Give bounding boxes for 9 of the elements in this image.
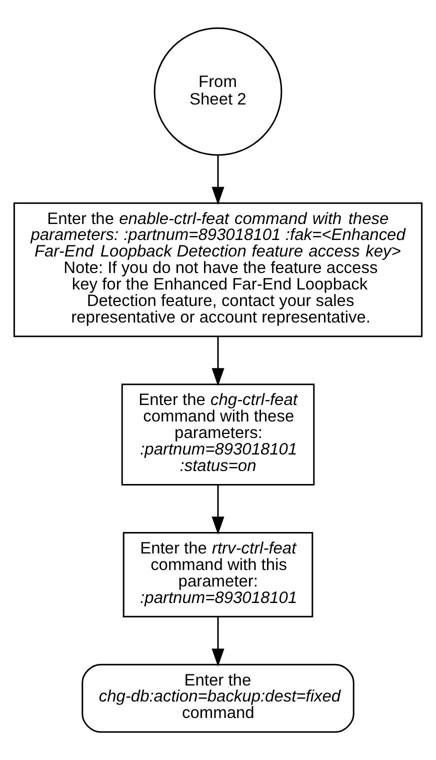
arrow <box>212 484 224 535</box>
node-box: Enter the chg-db:action=backup:dest=fixed command <box>82 664 354 733</box>
node-box: Enter the rtrv-ctrl-feat command with this parameter: :partnum=893018101 <box>122 532 314 618</box>
arrow <box>212 617 224 667</box>
arrow <box>212 155 224 205</box>
arrow <box>212 336 224 386</box>
node-box: Enter the enable-ctrl-feat command with these parameters: :partnum=893018101 :fak=<Enhanced Far-End Loopback Detection feature access key> Note: If you do not have the feature access key for the Enhanced Far-End Loopback Detection feature, contact your sales representative or account representative. <box>13 202 423 338</box>
node-box: Enter the chg-ctrl-feat command with these parameters: :partnum=893018101 :status=on <box>121 384 315 486</box>
node-circle: From Sheet 2 <box>154 27 282 156</box>
